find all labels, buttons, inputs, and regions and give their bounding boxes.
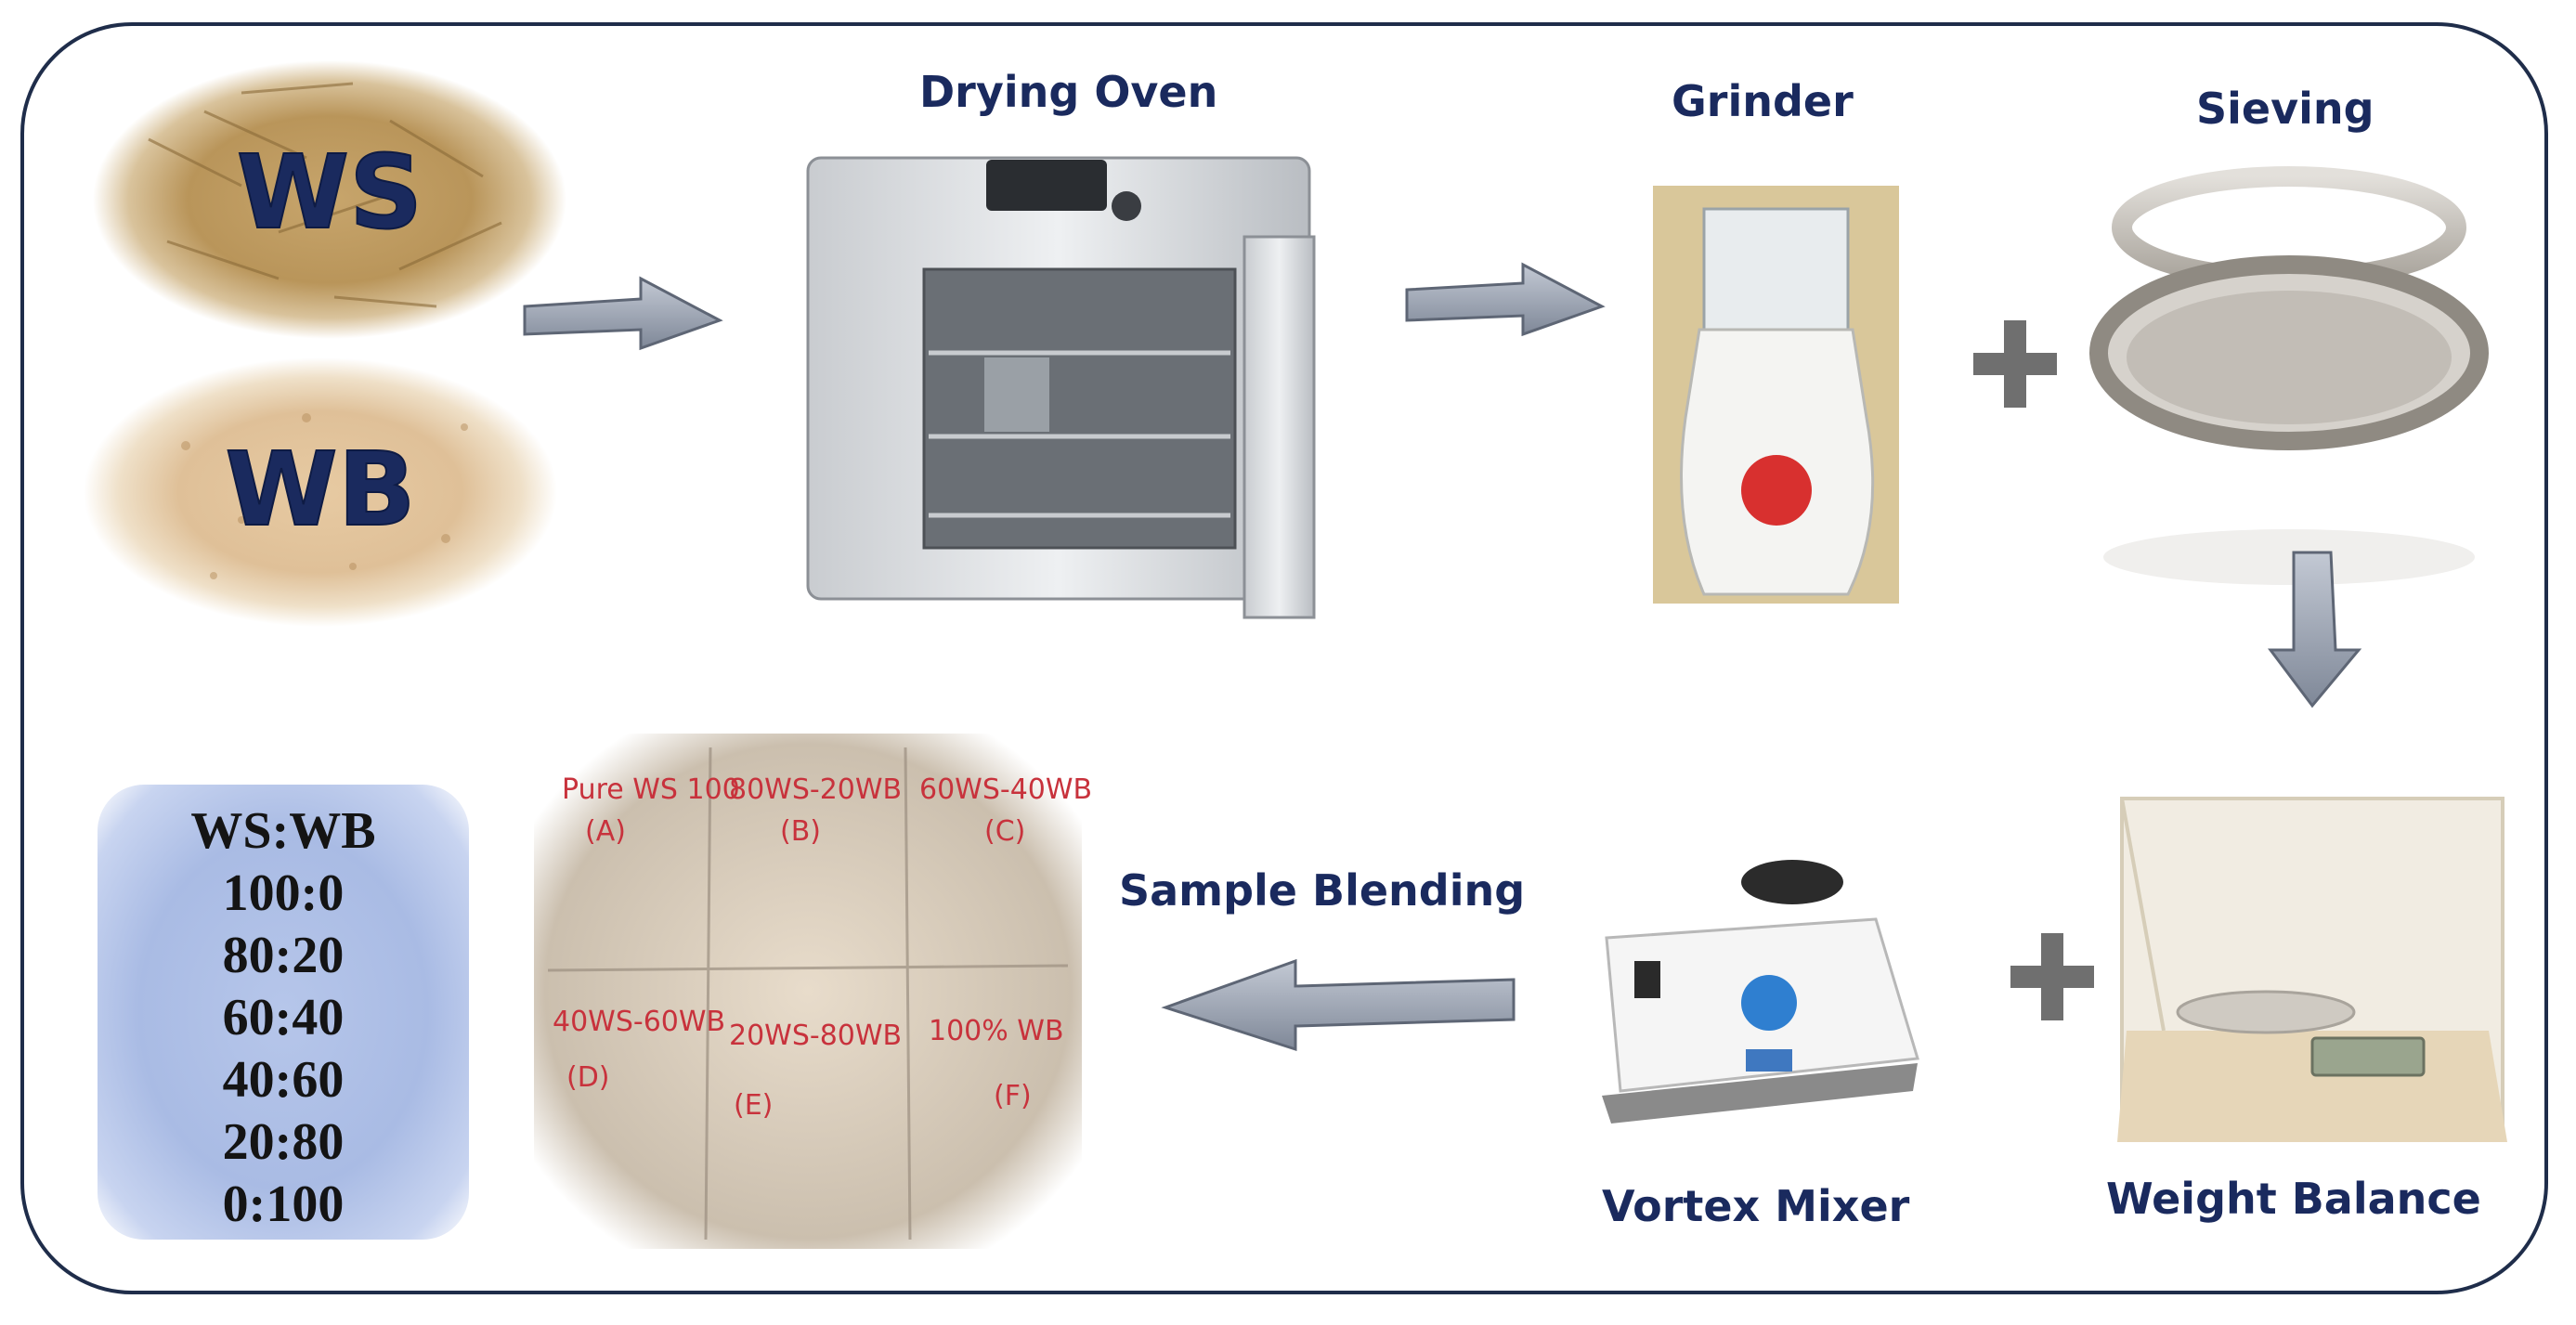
grinder-label: Grinder	[1672, 76, 1854, 126]
arrow-right-icon	[523, 276, 723, 351]
ratio-table: WS:WB 100:0 80:20 60:40 40:60 20:80 0:10…	[98, 785, 469, 1240]
vortex-mixer-image	[1602, 860, 1919, 1124]
weight-balance-label: Weight Balance	[2106, 1174, 2481, 1224]
ws-label: WS	[237, 133, 423, 252]
bag-e-letter: (E)	[734, 1089, 773, 1122]
weight-balance-image	[2117, 797, 2507, 1142]
bag-c-text: 60WS-40WB	[919, 773, 1092, 806]
sample-blending-label: Sample Blending	[1119, 865, 1526, 916]
ratio-value: 20:80	[222, 1113, 345, 1171]
ratio-value: 0:100	[222, 1176, 345, 1233]
bag-b-text: 80WS-20WB	[729, 773, 902, 806]
bag-f-text: 100% WB	[929, 1015, 1064, 1047]
drying-oven-label: Drying Oven	[919, 67, 1218, 117]
bag-b-letter: (B)	[780, 815, 821, 848]
arrow-left-icon	[1161, 958, 1516, 1052]
grinder-image	[1653, 186, 1899, 604]
sieving-label: Sieving	[2196, 84, 2374, 134]
ratio-header: WS:WB	[190, 802, 376, 860]
bag-f-letter: (F)	[994, 1080, 1032, 1112]
arrow-down-icon	[2268, 551, 2362, 708]
wheat-straw-image	[93, 60, 566, 339]
ratio-value: 40:60	[222, 1051, 345, 1109]
wheat-bran-image	[84, 357, 557, 627]
ratio-value: 100:0	[222, 864, 345, 922]
bag-d-text: 40WS-60WB	[553, 1006, 725, 1038]
arrow-right-icon	[1405, 262, 1606, 337]
plus-icon	[1973, 320, 2057, 408]
sample-bags-image	[534, 734, 1082, 1249]
drying-oven-image	[806, 156, 1316, 619]
ratio-value: 80:20	[222, 927, 345, 984]
bag-e-text: 20WS-80WB	[729, 1020, 902, 1052]
sieve-image	[2089, 166, 2489, 585]
bag-a-text: Pure WS 100	[562, 773, 740, 806]
vortex-mixer-label: Vortex Mixer	[1602, 1181, 1910, 1231]
bag-a-letter: (A)	[585, 815, 626, 848]
wb-label: WB	[225, 430, 415, 549]
ratio-value: 60:40	[222, 989, 345, 1046]
bag-d-letter: (D)	[566, 1061, 610, 1094]
plus-icon	[2010, 933, 2094, 1020]
bag-labels: Pure WS 100 (A) 80WS-20WB (B) 60WS-40WB …	[553, 773, 1092, 1122]
bag-c-letter: (C)	[984, 815, 1025, 848]
